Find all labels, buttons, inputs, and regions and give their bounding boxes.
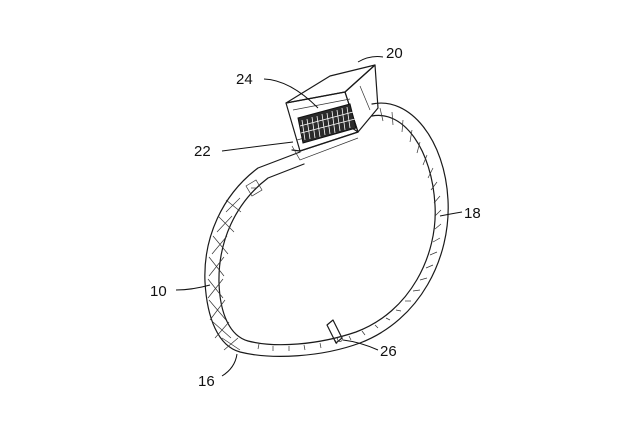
leader-16 (221, 353, 238, 377)
band-hatching-right (257, 107, 442, 351)
band-lattice-left (207, 179, 263, 351)
leader-24 (263, 78, 319, 109)
housing-base (291, 127, 359, 152)
bristle-block (297, 103, 357, 144)
bracelet-band (204, 102, 449, 357)
brush-housing (285, 64, 379, 161)
band-inner-edge (218, 114, 436, 346)
leader-lines (175, 56, 463, 377)
leader-18 (439, 211, 463, 217)
clasp (326, 319, 343, 344)
housing-top-face (285, 64, 376, 104)
leader-20 (357, 56, 384, 63)
band-outer-edge (204, 102, 449, 357)
reference-numerals: 24 20 22 18 10 16 26 (150, 45, 481, 390)
label-22: 22 (194, 143, 211, 160)
leader-10 (175, 284, 211, 291)
leader-22 (221, 141, 294, 152)
label-18: 18 (464, 205, 481, 222)
label-24: 24 (236, 71, 253, 88)
leader-26 (342, 339, 379, 351)
label-20: 20 (386, 45, 403, 62)
label-26: 26 (380, 343, 397, 360)
label-10: 10 (150, 283, 167, 300)
label-16: 16 (198, 373, 215, 390)
